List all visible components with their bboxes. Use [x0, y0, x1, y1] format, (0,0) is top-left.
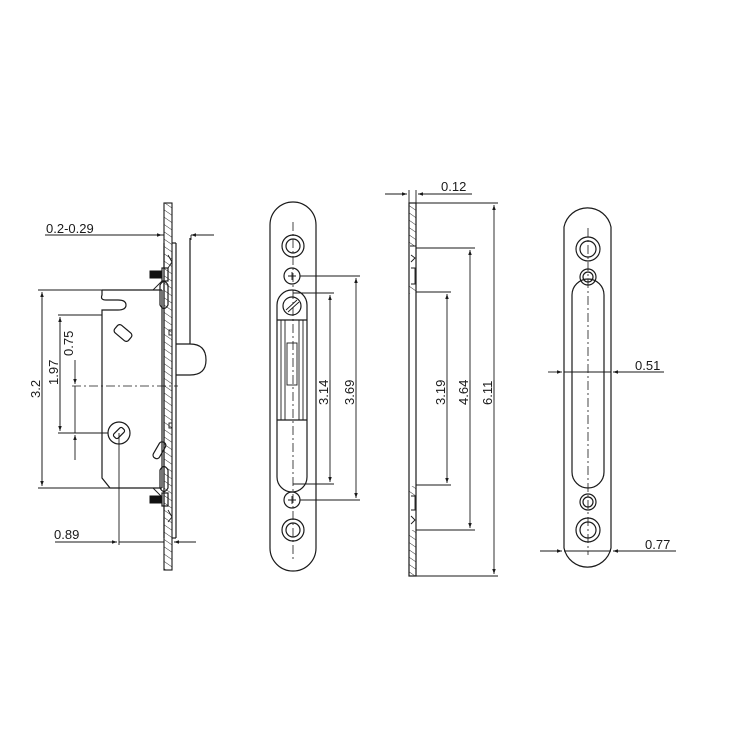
dim-backset: 0.89 — [54, 527, 79, 542]
strike-plate-side-view: 0.12 6.11 4.64 3.19 — [385, 179, 498, 577]
faceplate-outline — [269, 201, 317, 572]
dim-mid-spacing: 4.64 — [456, 380, 471, 405]
dim-slot-offset: 0.75 — [61, 331, 76, 356]
top-screw-icon — [149, 270, 163, 279]
faceplate-front-view: 3.14 3.69 — [269, 201, 360, 572]
latch-hook — [176, 238, 207, 376]
dim-overall-height: 3.2 — [28, 380, 43, 398]
dim-slot-length: 3.14 — [316, 380, 331, 405]
dim-strike-thickness: 0.12 — [441, 179, 466, 194]
dim-plate-width: 0.77 — [645, 537, 670, 552]
dim-hook-to-center: 1.97 — [46, 360, 61, 385]
lock-side-view: 0.2-0.29 3.2 1.97 0.75 0.89 — [28, 202, 214, 571]
slotted-screw-icon — [282, 296, 302, 316]
top-guide-pin — [159, 280, 169, 310]
slot-bottom — [152, 441, 167, 460]
bottom-guide-pin — [159, 465, 169, 493]
strike-front-outline — [563, 207, 612, 568]
dim-inner-spacing: 3.19 — [433, 380, 448, 405]
dim-overall-length: 6.11 — [480, 381, 495, 405]
bolt-slot — [276, 289, 308, 493]
strike-plate-front-view: 0.51 0.77 — [540, 207, 676, 568]
dim-screw-spacing: 3.69 — [342, 380, 357, 405]
slot-top — [113, 324, 133, 342]
bottom-screw-icon — [149, 495, 163, 504]
lock-case-body — [100, 289, 162, 489]
strike-slot — [571, 278, 605, 489]
dim-slot-width: 0.51 — [635, 358, 660, 373]
dim-faceplate-thickness: 0.2-0.29 — [46, 221, 94, 236]
